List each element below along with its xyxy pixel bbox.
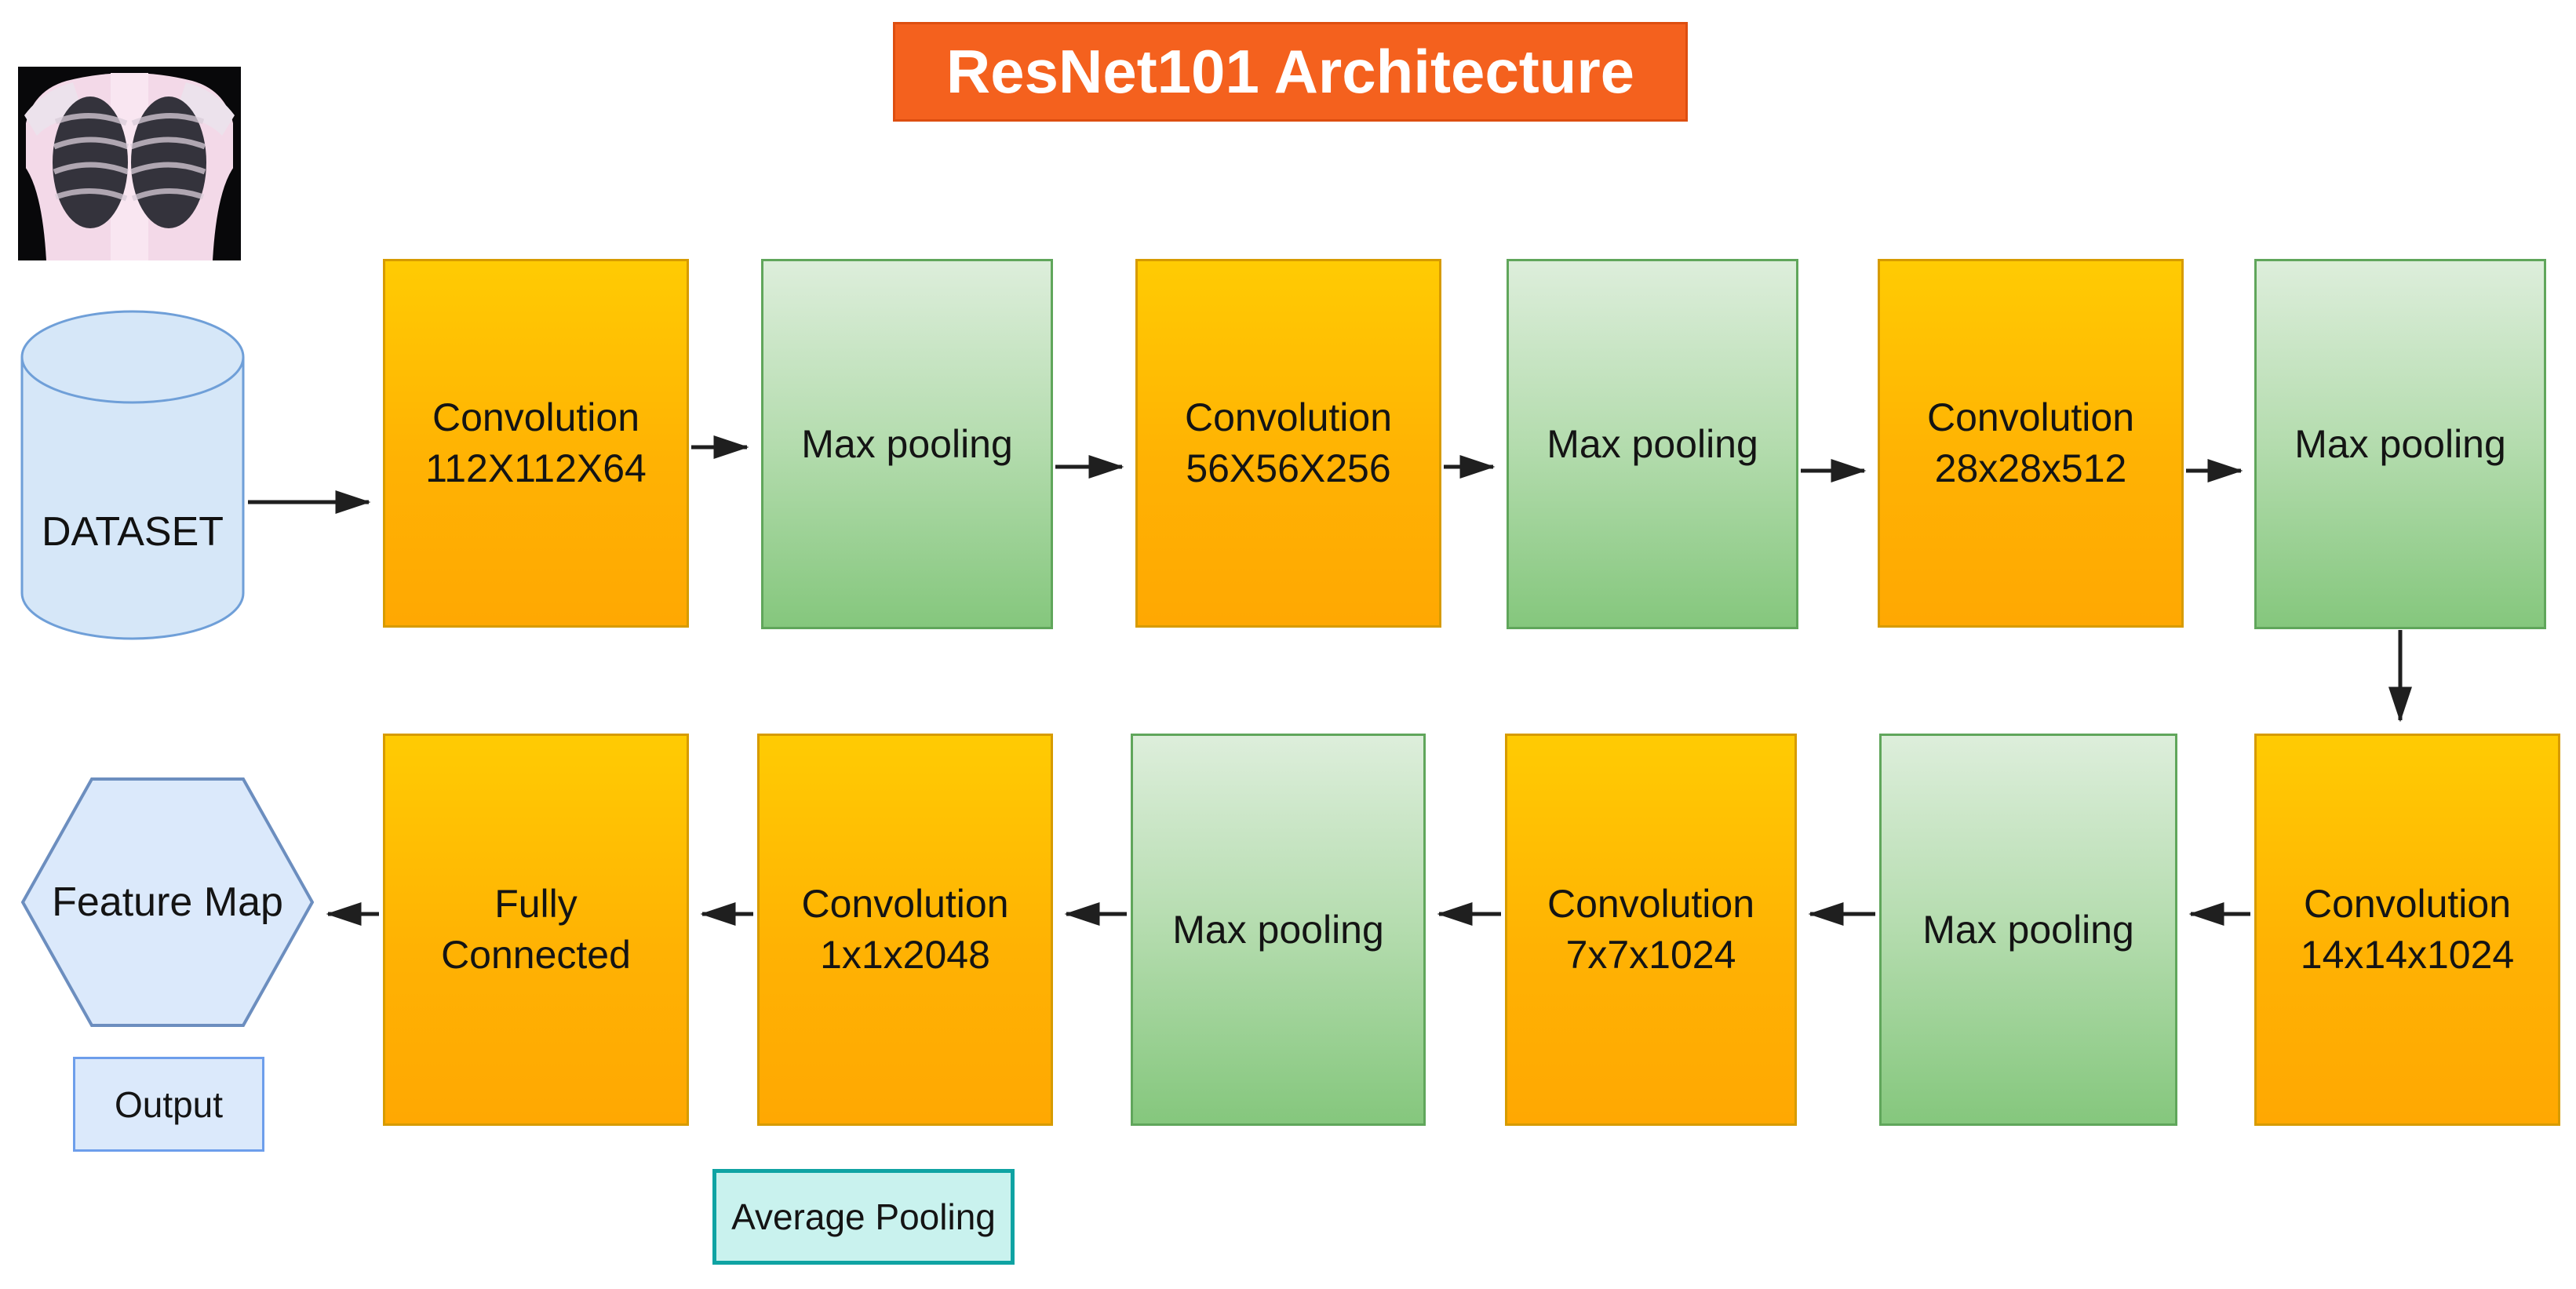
output-badge: Output <box>73 1057 264 1152</box>
conv-112x112x64-label: Convolution 112X112X64 <box>425 395 647 490</box>
conv-56x56x256-box: Convolution 56X56X256 <box>1135 259 1441 628</box>
feature-map-node: Feature Map <box>20 777 315 1028</box>
max-pooling-5-label: Max pooling <box>1922 907 2134 952</box>
max-pooling-5-box: Max pooling <box>1879 734 2177 1126</box>
average-pooling-badge: Average Pooling <box>712 1169 1015 1265</box>
fully-connected-box: Fully Connected <box>383 734 689 1126</box>
max-pooling-2-label: Max pooling <box>1547 421 1758 466</box>
output-label: Output <box>114 1083 224 1125</box>
dataset-node: DATASET <box>20 308 246 642</box>
max-pooling-1-box: Max pooling <box>761 259 1053 629</box>
fully-connected-label: Fully Connected <box>441 882 631 977</box>
conv-112x112x64-box: Convolution 112X112X64 <box>383 259 689 628</box>
conv-56x56x256-label: Convolution 56X56X256 <box>1184 395 1393 490</box>
dataset-label: DATASET <box>41 509 224 555</box>
max-pooling-2-box: Max pooling <box>1507 259 1798 629</box>
max-pooling-3-label: Max pooling <box>2294 421 2506 466</box>
conv-1x1x2048-box: Convolution 1x1x2048 <box>757 734 1053 1126</box>
diagram-title-text: ResNet101 Architecture <box>946 37 1635 106</box>
max-pooling-4-box: Max pooling <box>1131 734 1426 1126</box>
conv-7x7x1024-label: Convolution 7x7x1024 <box>1547 882 1755 977</box>
diagram-title: ResNet101 Architecture <box>893 22 1688 122</box>
conv-28x28x512-box: Convolution 28x28x512 <box>1878 259 2184 628</box>
max-pooling-1-label: Max pooling <box>801 421 1013 466</box>
max-pooling-3-box: Max pooling <box>2254 259 2546 629</box>
conv-28x28x512-label: Convolution 28x28x512 <box>1926 395 2135 490</box>
conv-7x7x1024-box: Convolution 7x7x1024 <box>1505 734 1797 1126</box>
hexagon-icon <box>20 777 315 1027</box>
max-pooling-4-label: Max pooling <box>1172 907 1384 952</box>
average-pooling-label: Average Pooling <box>731 1196 996 1237</box>
conv-14x14x1024-label: Convolution 14x14x1024 <box>2300 882 2515 977</box>
feature-map-label: Feature Map <box>52 879 283 925</box>
conv-14x14x1024-box: Convolution 14x14x1024 <box>2254 734 2560 1126</box>
database-cylinder-icon <box>20 310 245 640</box>
conv-1x1x2048-label: Convolution 1x1x2048 <box>801 882 1009 977</box>
chest-xray-image <box>18 67 241 260</box>
